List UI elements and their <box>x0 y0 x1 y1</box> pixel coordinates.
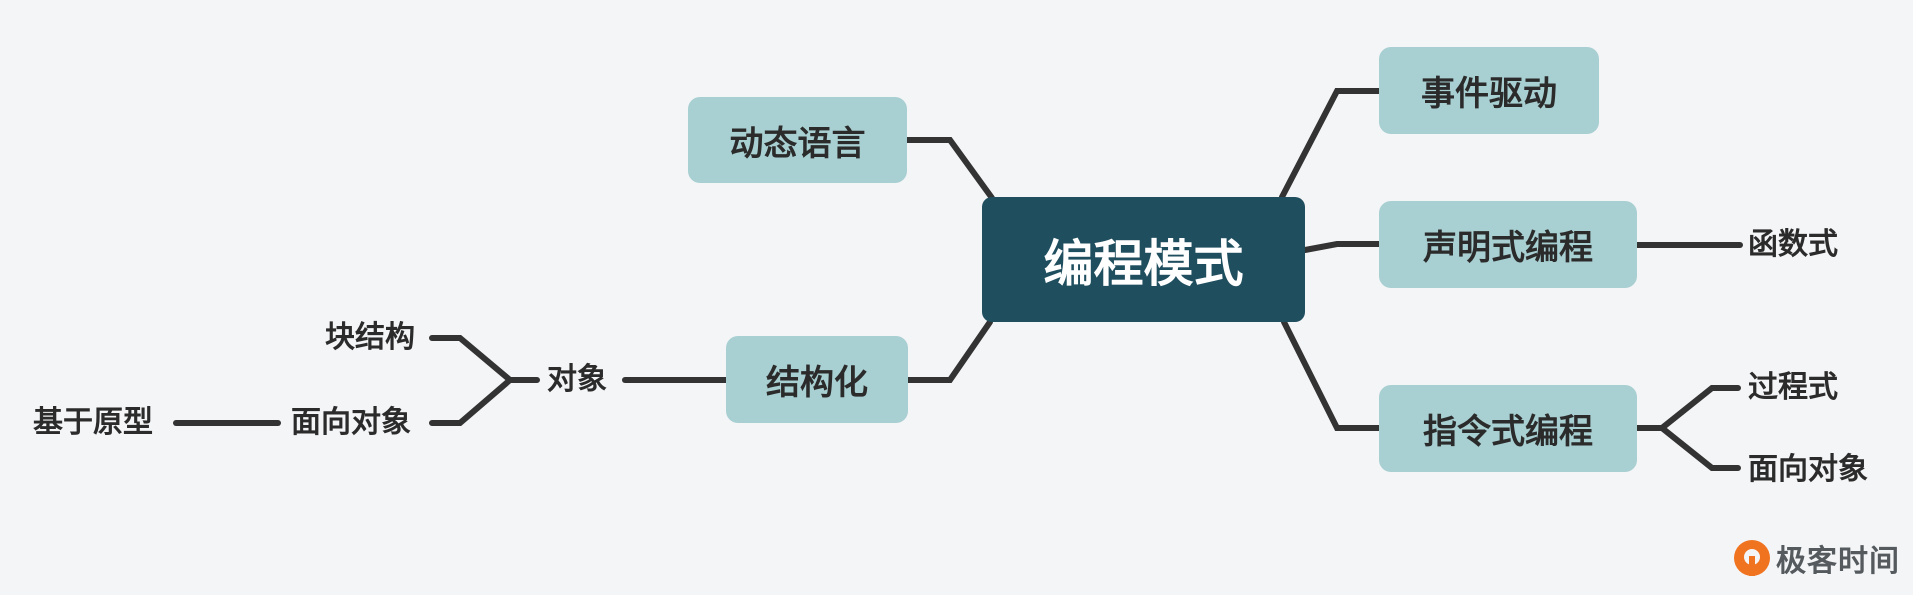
connector-root-event <box>1279 88 1382 200</box>
branch-label: 结构化 <box>766 363 868 403</box>
leaf-object-oriented-left[interactable]: 面向对象 <box>291 405 411 440</box>
connector-object-block <box>429 335 540 383</box>
branch-label: 事件驱动 <box>1421 74 1557 114</box>
connector-root-imperative <box>1281 319 1382 431</box>
connector-imperative-procedural <box>1634 385 1741 431</box>
branch-node-imperative[interactable]: 指令式编程 <box>1379 385 1637 472</box>
watermark-label: 极客时间 <box>1776 544 1900 579</box>
root-label: 编程模式 <box>1043 234 1244 293</box>
branch-label: 指令式编程 <box>1423 412 1593 452</box>
leaf-prototype-based[interactable]: 基于原型 <box>33 405 153 440</box>
geektime-watermark: 极客时间 <box>1734 538 1900 579</box>
geektime-logo-icon <box>1734 540 1770 576</box>
connector-root-declarative <box>1302 241 1382 253</box>
branch-node-structured[interactable]: 结构化 <box>726 336 908 423</box>
connector-root-structured <box>905 319 993 383</box>
branch-label: 动态语言 <box>729 123 866 164</box>
leaf-functional[interactable]: 函数式 <box>1748 227 1838 262</box>
branch-label: 声明式编程 <box>1423 228 1593 268</box>
connector-root-dynamic <box>904 137 995 201</box>
leaf-block-structure[interactable]: 块结构 <box>325 320 415 355</box>
root-node[interactable]: 编程模式 <box>982 197 1305 322</box>
branch-node-event-driven[interactable]: 事件驱动 <box>1379 47 1599 134</box>
connector-imperative-oop <box>1659 425 1741 471</box>
leaf-procedural[interactable]: 过程式 <box>1748 370 1838 405</box>
branch-node-dynamic-language[interactable]: 动态语言 <box>688 97 907 183</box>
connector-object-oop <box>429 377 513 426</box>
branch-node-declarative[interactable]: 声明式编程 <box>1379 201 1637 288</box>
leaf-object[interactable]: 对象 <box>547 362 607 397</box>
leaf-object-oriented-right[interactable]: 面向对象 <box>1748 452 1868 487</box>
